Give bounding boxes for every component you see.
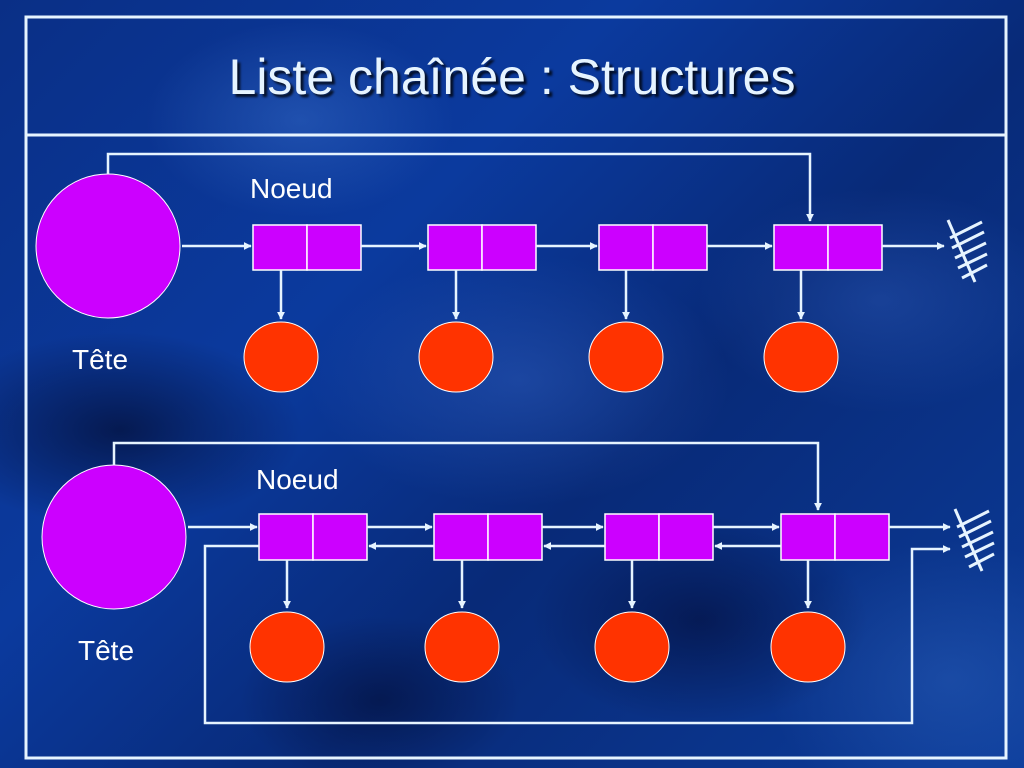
node-3 [604, 513, 714, 561]
node-label: Noeud [250, 173, 333, 204]
data-circle [424, 611, 500, 683]
head-label: Tête [72, 344, 128, 375]
node-3 [598, 224, 708, 271]
data-circle [594, 611, 670, 683]
data-circle [588, 321, 664, 393]
node-2 [433, 513, 543, 561]
doubly-linked-list: Tête Noeud [41, 441, 995, 725]
head-circle [35, 173, 181, 319]
prev-null-loop [203, 544, 951, 725]
null-ground-icon [946, 219, 988, 283]
null-ground-icon [953, 508, 995, 572]
slide-title: Liste chaînée : Structures [228, 49, 796, 105]
node-1 [258, 513, 368, 561]
data-circle [770, 611, 846, 683]
head-circle [41, 464, 187, 610]
data-circle [763, 321, 839, 393]
data-circle [243, 321, 319, 393]
head-to-tail-pointer [106, 152, 814, 222]
data-circle [418, 321, 494, 393]
head-label: Tête [78, 635, 134, 666]
data-circle [249, 611, 325, 683]
node-1 [252, 224, 362, 271]
node-label: Noeud [256, 464, 339, 495]
node-4 [773, 224, 883, 271]
head-to-tail-pointer [112, 441, 822, 511]
node-4 [780, 513, 890, 561]
slide-frame [24, 15, 1008, 760]
singly-linked-list: Tête Noeud [35, 152, 988, 393]
node-2 [427, 224, 537, 271]
